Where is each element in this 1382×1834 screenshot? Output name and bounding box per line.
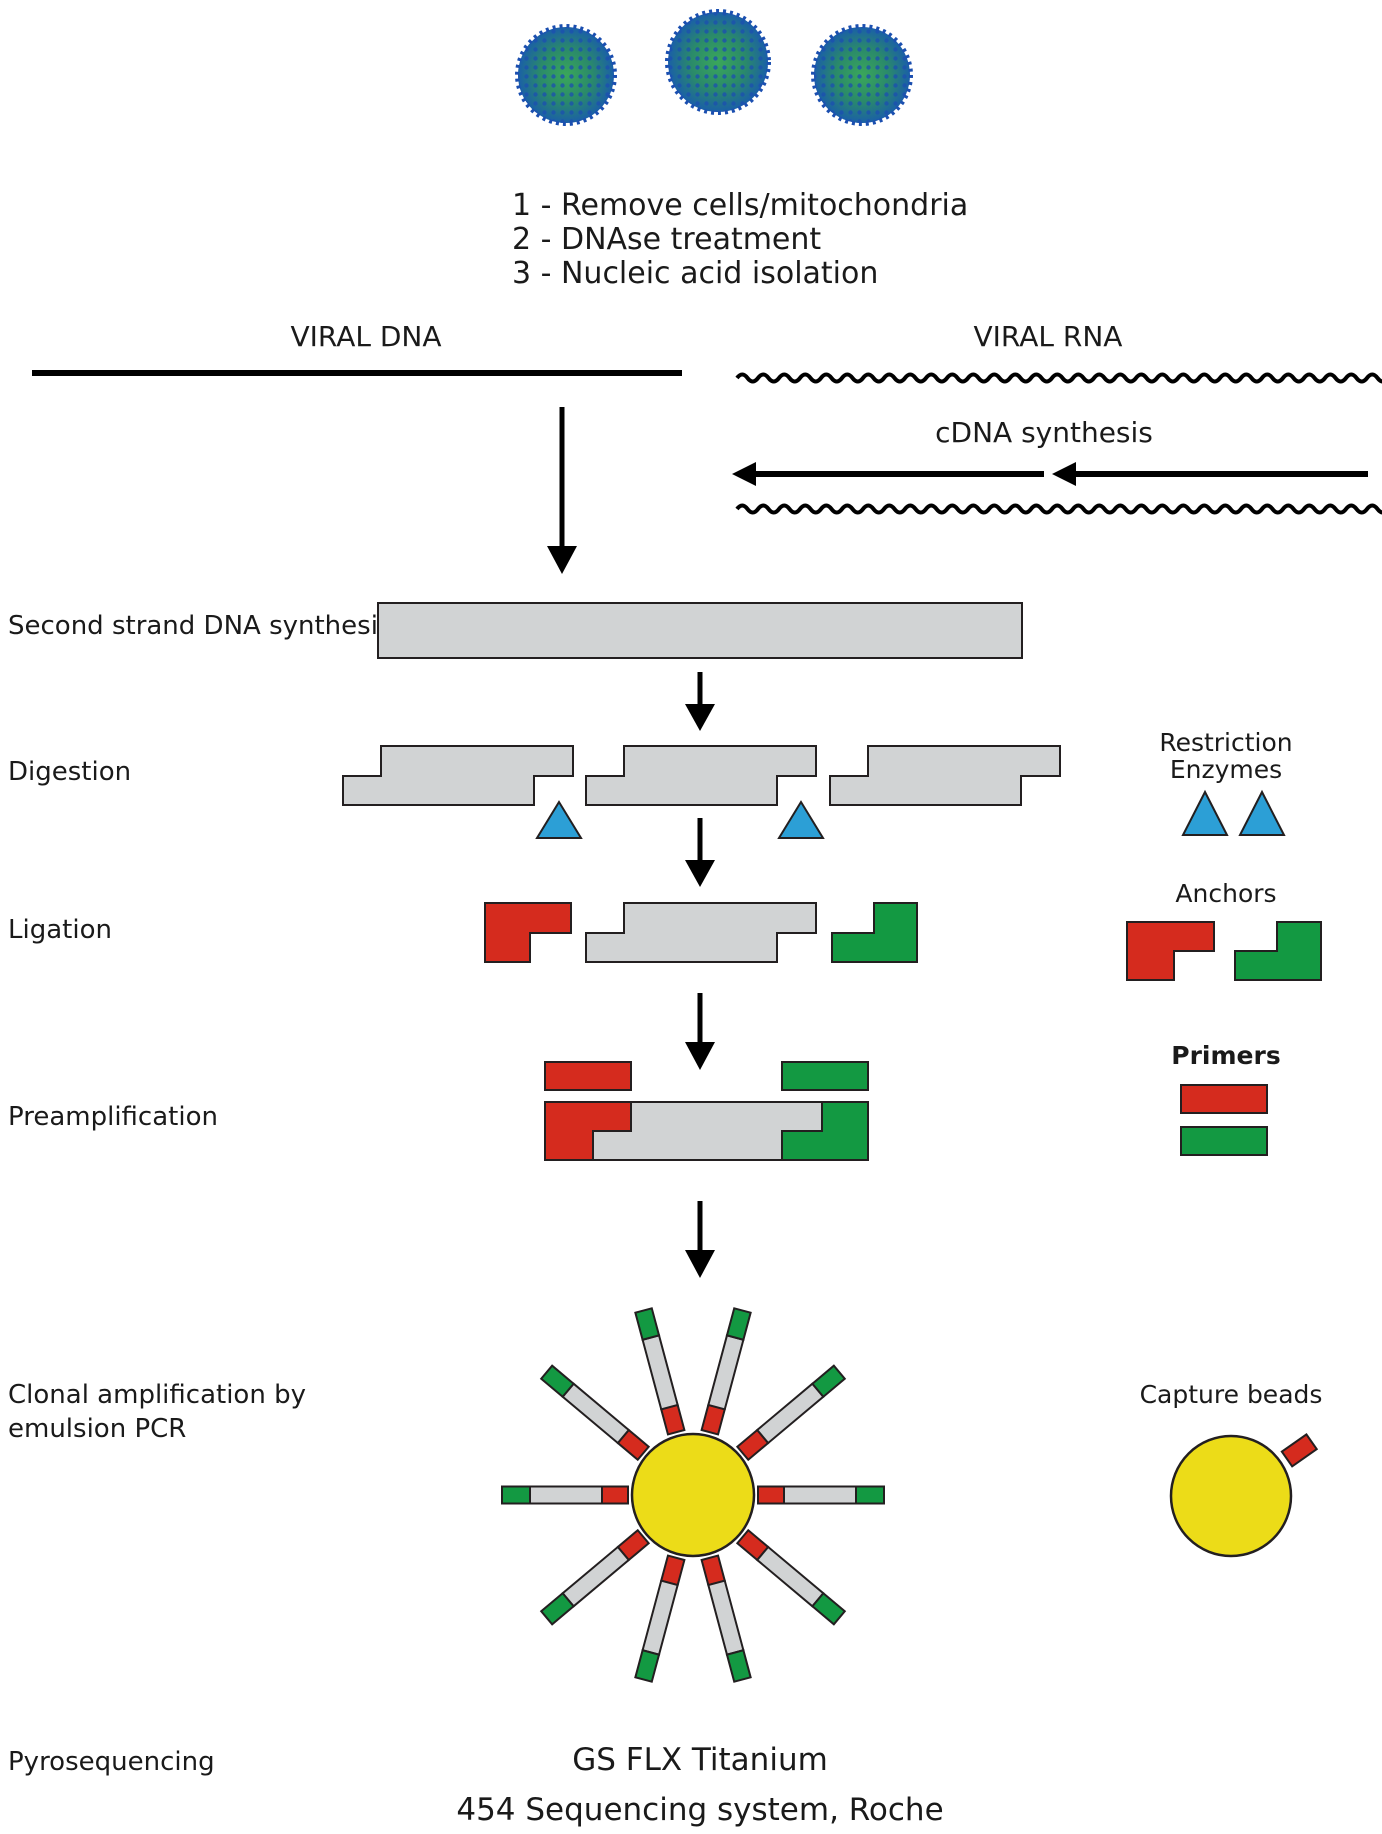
step-2: 2 - DNAse treatment — [512, 222, 821, 257]
red-anchor — [544, 1101, 632, 1161]
viral-rna-label: VIRAL RNA — [974, 320, 1123, 353]
clonal-amplification-label: Clonal amplification by — [8, 1380, 306, 1410]
green-adapter — [810, 1364, 847, 1399]
down-arrow — [685, 672, 715, 731]
template-insert — [707, 1334, 745, 1411]
digestion-label: Digestion — [8, 757, 131, 787]
dna-fragment — [585, 902, 817, 963]
bead-primer-stub — [1280, 1433, 1319, 1468]
viral-dna-label: VIRAL DNA — [290, 320, 441, 353]
bead-primer — [757, 1485, 785, 1505]
double-strand-dna-bar — [377, 602, 1023, 659]
bead-template-strand — [539, 1364, 651, 1462]
step-3: 3 - Nucleic acid isolation — [512, 256, 878, 291]
step-1: 1 - Remove cells/mitochondria — [512, 188, 968, 223]
down-arrow — [685, 1201, 715, 1278]
virus-particle-icon — [665, 9, 771, 115]
template-insert — [783, 1485, 857, 1505]
down-arrow — [685, 818, 715, 887]
green-adapter — [855, 1485, 885, 1505]
virus-particle-icon — [811, 24, 913, 126]
ligation-label: Ligation — [8, 915, 112, 945]
bead-template-strand — [539, 1528, 651, 1626]
green-adapter — [634, 1649, 661, 1683]
green-anchor-legend — [1234, 921, 1322, 981]
preamplification-label: Preamplification — [8, 1102, 218, 1132]
green-adapter — [539, 1591, 576, 1626]
restriction-label: Restriction — [1159, 728, 1292, 757]
bead-template-strand — [700, 1307, 752, 1436]
capture-bead-icon — [630, 1432, 756, 1558]
template-insert — [755, 1545, 825, 1608]
cdna-arrow — [732, 462, 1368, 486]
green-anchor — [831, 902, 918, 963]
capture-beads-label: Capture beads — [1140, 1380, 1323, 1409]
cdna-synthesis-label: cDNA synthesis — [935, 416, 1153, 449]
red-primer-legend — [1180, 1084, 1268, 1114]
template-insert — [707, 1579, 745, 1656]
green-adapter — [725, 1649, 752, 1683]
restriction-enzyme-icon — [777, 800, 825, 839]
platform-vendor: 454 Sequencing system, Roche — [456, 1792, 943, 1828]
enzymes-label: Enzymes — [1170, 755, 1282, 784]
bead-template-strand — [700, 1554, 752, 1683]
template-insert — [641, 1334, 679, 1411]
template-insert — [529, 1485, 603, 1505]
dna-fragment — [829, 745, 1061, 806]
bead-template-strand — [501, 1485, 629, 1505]
restriction-enzyme-icon — [535, 800, 583, 839]
bead-templates — [501, 1307, 885, 1683]
bead-template-strand — [735, 1364, 847, 1462]
red-anchor — [484, 902, 572, 963]
second-strand-label: Second strand DNA synthesis — [8, 611, 391, 641]
green-adapter — [539, 1364, 576, 1399]
green-primer — [781, 1061, 869, 1091]
primers-label: Primers — [1171, 1041, 1280, 1070]
green-primer-legend — [1180, 1126, 1268, 1156]
bead-template-strand — [634, 1554, 686, 1683]
green-adapter — [634, 1307, 661, 1341]
virus-particles — [515, 9, 913, 126]
red-primer — [544, 1061, 632, 1091]
dna-fragment — [342, 745, 574, 806]
green-adapter — [810, 1591, 847, 1626]
dna-fragment — [585, 745, 817, 806]
green-adapter — [725, 1307, 752, 1341]
restriction-enzyme-icon — [1181, 789, 1229, 836]
platform-name: GS FLX Titanium — [572, 1742, 828, 1778]
pyrosequencing-label: Pyrosequencing — [8, 1747, 215, 1777]
template-insert — [755, 1382, 825, 1445]
green-adapter — [501, 1485, 531, 1505]
bead-template-strand — [735, 1528, 847, 1626]
green-anchor — [781, 1101, 869, 1161]
capture-bead-legend-icon — [1169, 1434, 1293, 1558]
down-arrow — [685, 993, 715, 1070]
red-anchor-legend — [1126, 921, 1215, 981]
emulsion-pcr-label: emulsion PCR — [8, 1414, 186, 1444]
viral-rna-strand — [735, 372, 1382, 384]
bead-template-strand — [634, 1307, 686, 1436]
rna-template-strand — [735, 503, 1382, 515]
template-insert — [641, 1579, 679, 1656]
bead-primer — [601, 1485, 629, 1505]
virus-particle-icon — [515, 24, 617, 126]
anchors-label: Anchors — [1175, 879, 1276, 908]
restriction-enzyme-icon — [1238, 789, 1286, 836]
down-arrow — [547, 407, 577, 574]
template-insert — [561, 1545, 631, 1608]
bead-template-strand — [757, 1485, 885, 1505]
template-insert — [561, 1382, 631, 1445]
